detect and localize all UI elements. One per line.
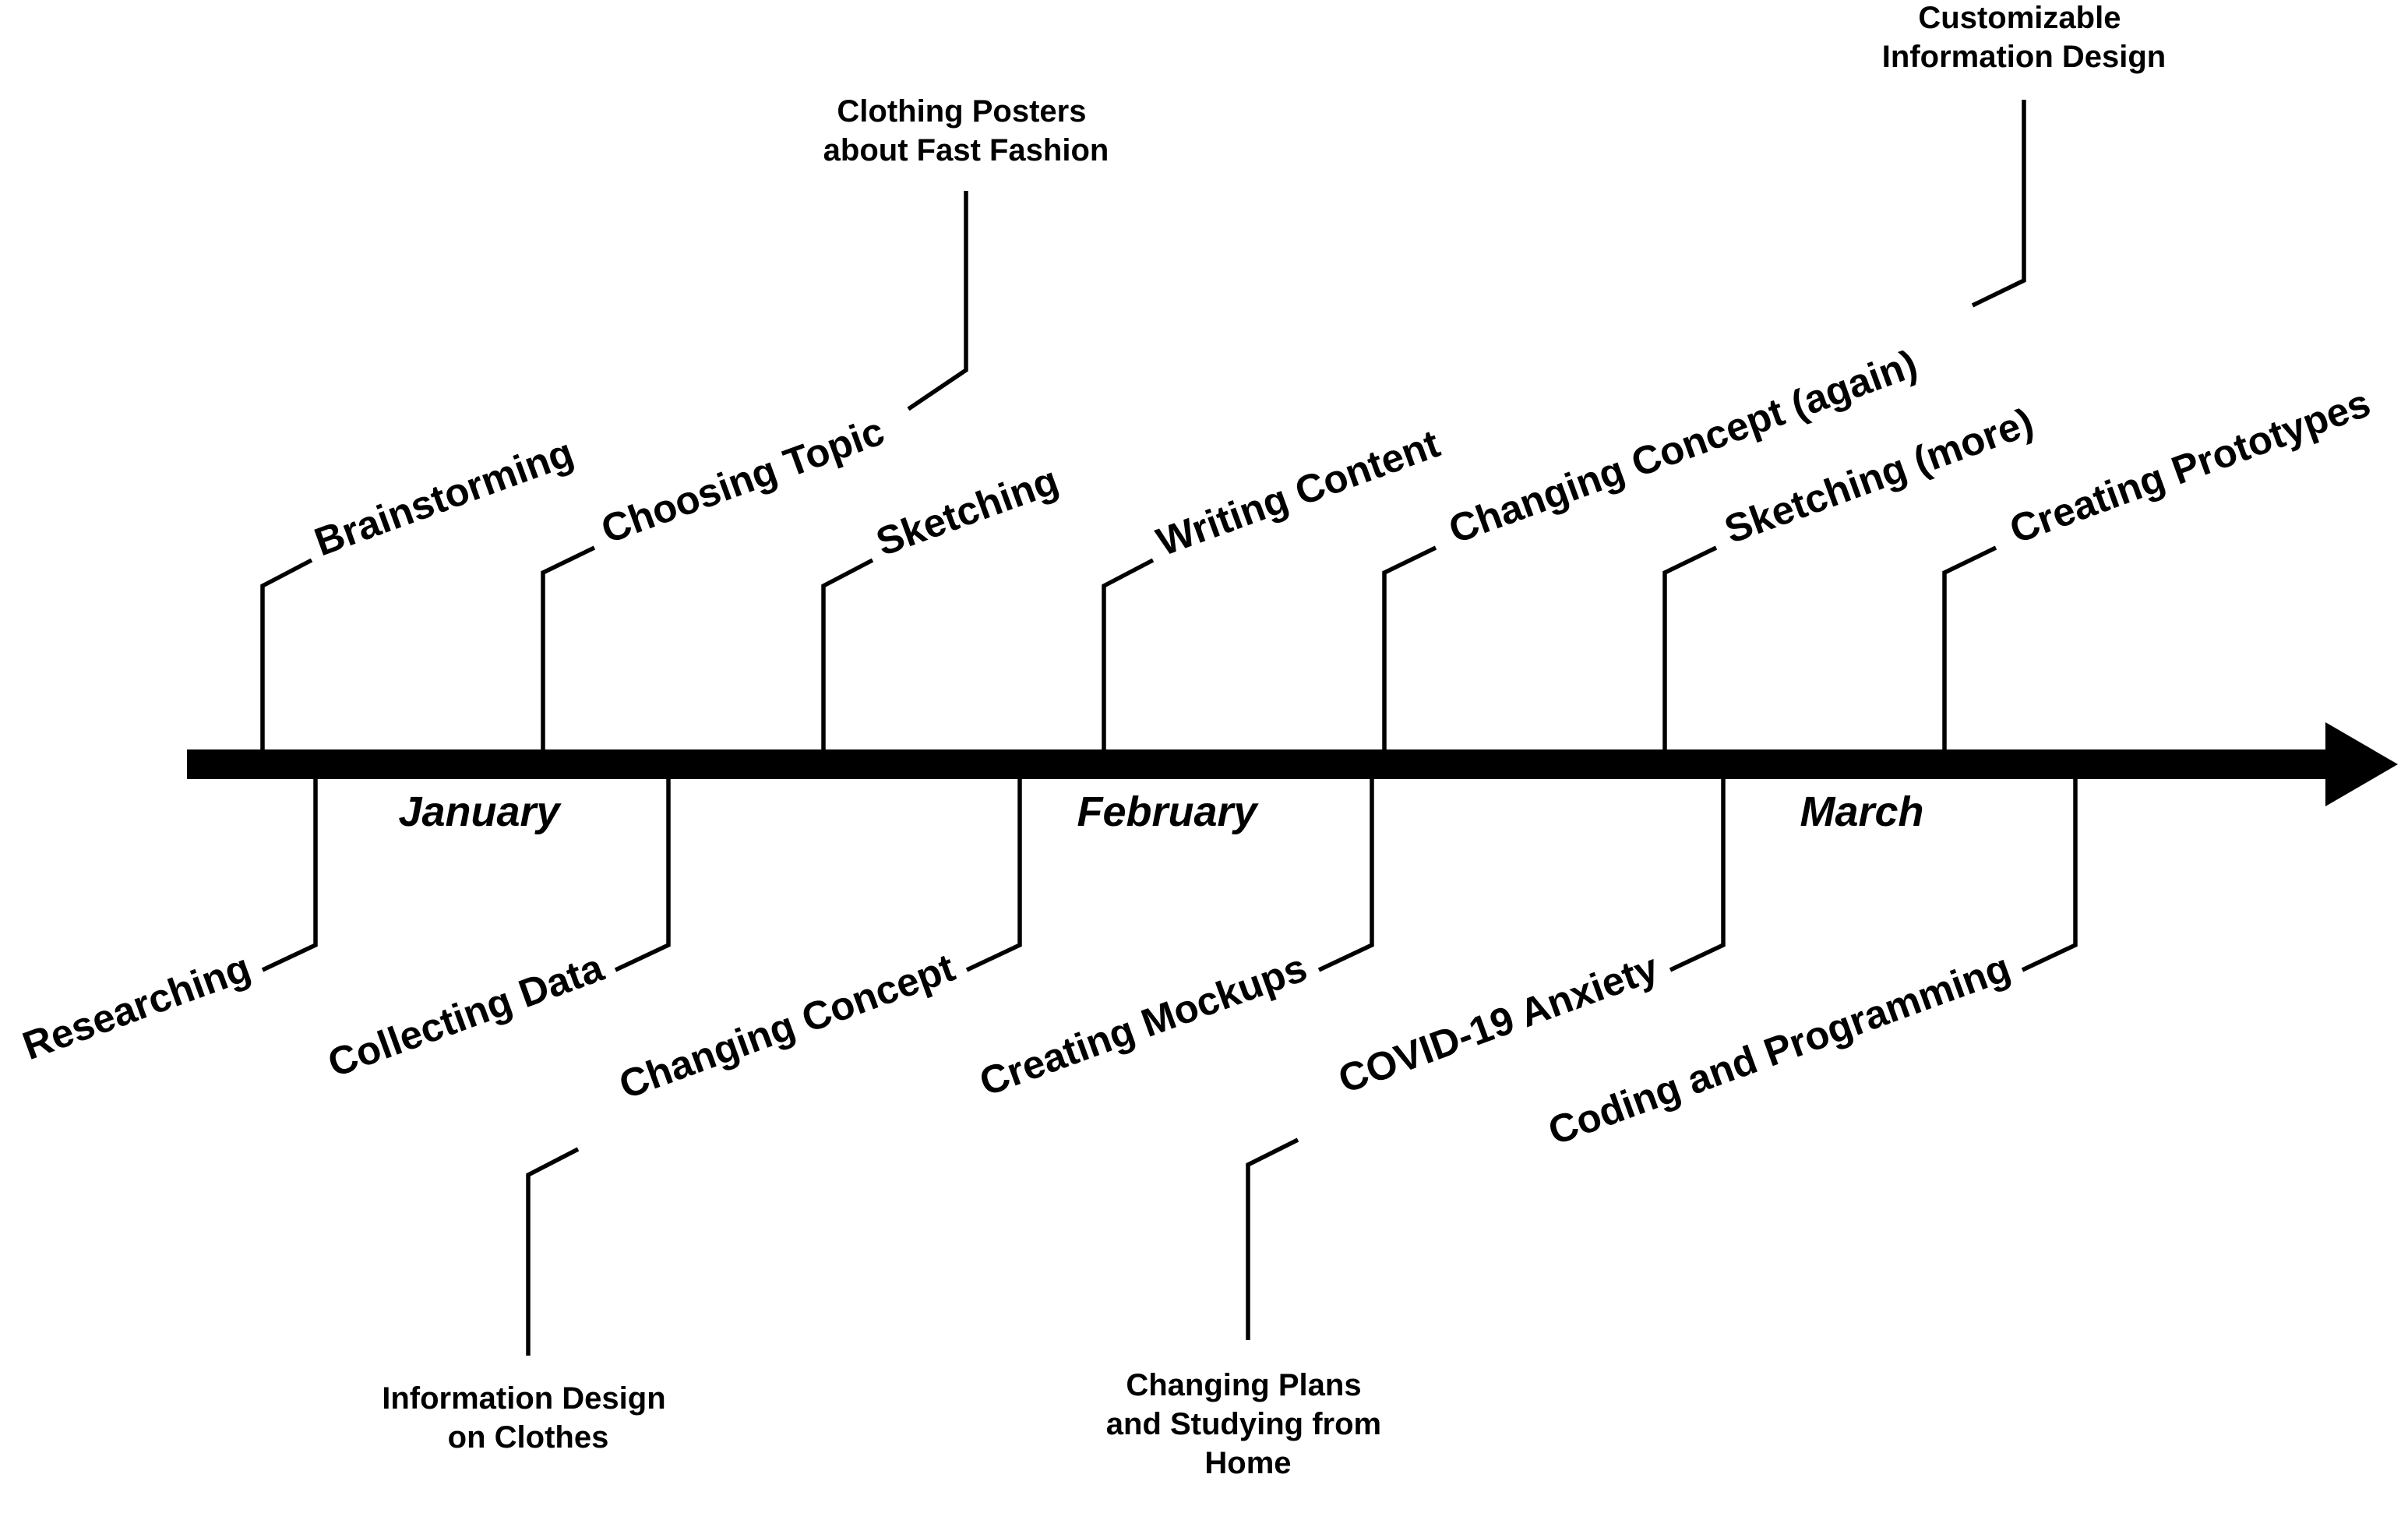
connector-home <box>1246 1137 1299 1340</box>
note-clothes: Information Design on Clothes <box>382 1381 675 1455</box>
note-fast-fashion: Clothing Posters about Fast Fashion <box>823 94 1109 168</box>
note-customizable: Customizable Information Design <box>1882 1 2166 74</box>
note-home-line-1: Changing Plans <box>1126 1368 1361 1402</box>
event-label-covid-anxiety: COVID-19 Anxiety <box>1333 945 1665 1102</box>
timeline-arrowhead <box>2325 722 2398 806</box>
month-label-january: January <box>398 788 562 835</box>
connector-sketching-more <box>1662 545 1718 749</box>
connector-brainstorming <box>260 558 313 749</box>
connector-choosing-topic <box>541 545 596 749</box>
connector-fast-fashion <box>907 191 968 411</box>
connector-researching <box>261 779 318 972</box>
month-label-march: March <box>1800 788 1923 835</box>
connector-coding <box>2021 779 2078 972</box>
event-label-writing-content: Writing Content <box>1151 421 1445 564</box>
note-customizable-line-1: Customizable <box>1918 1 2121 35</box>
note-home: Changing Plans and Studying from Home <box>1106 1368 1390 1480</box>
connector-changing-concept-again <box>1382 545 1437 749</box>
lower-branches: Researching Collecting Data Changing Con… <box>17 779 2078 1356</box>
connector-covid-anxiety <box>1669 779 1726 972</box>
notes: Clothing Posters about Fast Fashion Cust… <box>382 1 2166 1480</box>
upper-branches: Brainstorming Choosing Topic Sketching W… <box>260 100 2376 749</box>
event-label-creating-prototypes: Creating Prototypes <box>2004 380 2376 552</box>
connector-creating-prototypes <box>1942 545 1997 749</box>
note-fast-fashion-line-1: Clothing Posters <box>837 94 1086 129</box>
connector-clothes <box>526 1147 580 1356</box>
connector-writing-content <box>1102 558 1155 749</box>
event-label-changing-concept-again: Changing Concept (again) <box>1443 341 1923 552</box>
note-fast-fashion-line-2: about Fast Fashion <box>823 133 1109 168</box>
event-label-brainstorming: Brainstorming <box>308 430 579 565</box>
note-home-line-3: Home <box>1204 1446 1291 1480</box>
connector-creating-mockups <box>1317 779 1374 972</box>
note-clothes-line-2: on Clothes <box>448 1420 609 1455</box>
event-label-creating-mockups: Creating Mockups <box>974 945 1313 1105</box>
event-label-sketching: Sketching <box>870 457 1064 564</box>
changing-concept-again-text: Changing Concept (again) <box>1443 341 1923 552</box>
month-label-february: February <box>1077 788 1259 835</box>
timeline-axis <box>187 722 2398 806</box>
connector-sketching <box>821 558 874 749</box>
event-label-choosing-topic: Choosing Topic <box>595 408 890 552</box>
month-labels: January February March <box>398 788 1923 835</box>
note-home-line-2: and Studying from <box>1106 1407 1381 1441</box>
timeline-bar <box>187 749 2353 779</box>
event-label-changing-concept: Changing Concept <box>613 945 960 1108</box>
connector-collecting-data <box>614 779 671 972</box>
event-label-researching: Researching <box>17 945 256 1068</box>
note-customizable-line-2: Information Design <box>1882 40 2166 74</box>
connector-changing-concept <box>965 779 1022 972</box>
event-label-collecting-data: Collecting Data <box>322 945 609 1086</box>
connector-customizable <box>1971 100 2026 308</box>
note-clothes-line-1: Information Design <box>382 1381 665 1416</box>
